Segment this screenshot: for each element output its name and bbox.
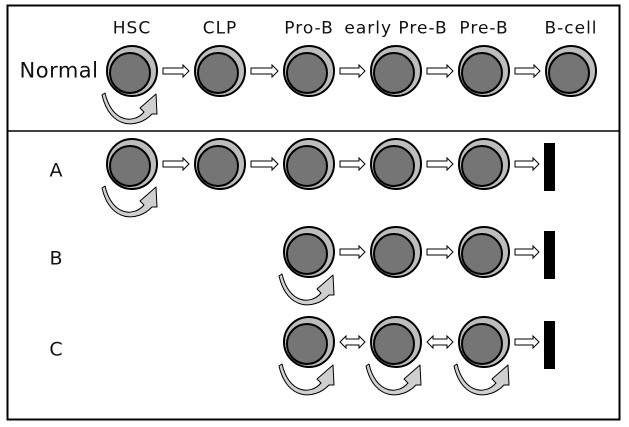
forward-arrow-a-1 bbox=[250, 156, 279, 172]
row-label-a: A bbox=[49, 159, 63, 182]
cell-b-2-nucleus bbox=[286, 233, 328, 275]
forward-arrow-normal-3 bbox=[426, 63, 454, 79]
cell-c-2-nucleus bbox=[286, 323, 328, 365]
stage-label-b-cell: B-cell bbox=[544, 18, 598, 39]
forward-arrow-normal-0 bbox=[162, 63, 190, 79]
forward-arrow-a-2 bbox=[339, 156, 366, 172]
cell-a-1-nucleus bbox=[197, 145, 239, 187]
differentiation-block-c bbox=[544, 321, 555, 369]
row-label-b: B bbox=[49, 247, 63, 270]
outer-frame bbox=[6, 4, 621, 421]
stage-label-clp: CLP bbox=[202, 18, 238, 39]
forward-arrow-a-0 bbox=[162, 156, 190, 172]
differentiation-block-b bbox=[544, 231, 555, 279]
cell-a-2-nucleus bbox=[286, 145, 328, 187]
cell-a-4-nucleus bbox=[461, 145, 503, 187]
stage-label-pre-b: Pre-B bbox=[459, 18, 509, 39]
cell-normal-3-nucleus bbox=[373, 52, 415, 94]
forward-arrow-b-0 bbox=[339, 244, 366, 260]
bidirectional-arrow-c-0 bbox=[339, 334, 366, 350]
differentiation-block-a bbox=[544, 143, 555, 191]
stage-label-early-pre-b: early Pre-B bbox=[344, 18, 448, 39]
cell-a-0-nucleus bbox=[109, 145, 151, 187]
forward-arrow-normal-2 bbox=[339, 63, 366, 79]
row-label-normal: Normal bbox=[19, 58, 99, 83]
forward-arrow-normal-4 bbox=[514, 63, 541, 79]
cell-a-3-nucleus bbox=[373, 145, 415, 187]
cell-c-4-nucleus bbox=[461, 323, 503, 365]
cell-normal-0-nucleus bbox=[109, 52, 151, 94]
stage-label-hsc: HSC bbox=[112, 18, 152, 39]
cell-normal-1-nucleus bbox=[197, 52, 239, 94]
stage-label-pro-b: Pro-B bbox=[284, 18, 334, 39]
forward-arrow-b-to-block bbox=[514, 244, 540, 260]
forward-arrow-a-to-block bbox=[514, 156, 540, 172]
self-renewal-arrow-a-0 bbox=[101, 185, 158, 218]
forward-arrow-b-1 bbox=[426, 244, 454, 260]
self-renewal-arrow-c-3 bbox=[365, 363, 422, 396]
self-renewal-arrow-normal-0 bbox=[101, 92, 158, 125]
self-renewal-arrow-b-2 bbox=[278, 273, 335, 306]
self-renewal-arrow-c-2 bbox=[278, 363, 335, 396]
cell-normal-4-nucleus bbox=[461, 52, 503, 94]
cell-b-4-nucleus bbox=[461, 233, 503, 275]
bidirectional-arrow-c-1 bbox=[426, 334, 454, 350]
cell-c-3-nucleus bbox=[373, 323, 415, 365]
row-label-c: C bbox=[49, 338, 63, 361]
forward-arrow-normal-1 bbox=[250, 63, 279, 79]
cell-b-3-nucleus bbox=[373, 233, 415, 275]
forward-arrow-a-3 bbox=[426, 156, 454, 172]
cell-normal-2-nucleus bbox=[286, 52, 328, 94]
forward-arrow-c-to-block bbox=[514, 334, 540, 350]
cell-normal-5-nucleus bbox=[548, 52, 590, 94]
self-renewal-arrow-c-4 bbox=[453, 363, 510, 396]
